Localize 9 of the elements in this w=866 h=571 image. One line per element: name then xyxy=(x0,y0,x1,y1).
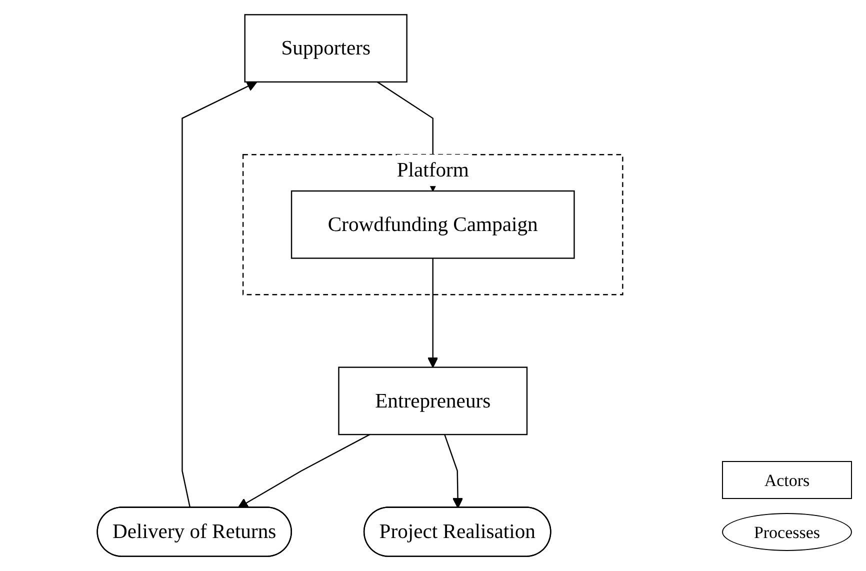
legend-item: Processes xyxy=(722,513,852,551)
legend-item: Actors xyxy=(722,461,852,499)
arrow xyxy=(238,434,370,508)
arrow xyxy=(428,258,438,368)
node-box: Crowdfunding Campaign xyxy=(290,190,575,259)
arrow xyxy=(444,434,464,508)
arrow xyxy=(182,81,258,508)
node-box: Supporters xyxy=(244,14,408,83)
node-box: Entrepreneurs xyxy=(338,366,528,436)
